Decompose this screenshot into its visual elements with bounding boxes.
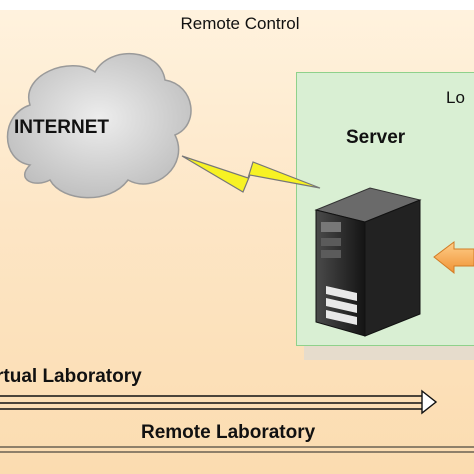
right-double-arrow-icon <box>0 389 438 415</box>
diagram-title: Remote Control <box>180 14 300 33</box>
server-tower-icon <box>314 187 422 337</box>
lightning-icon <box>181 155 321 193</box>
remote-laboratory-underline <box>0 446 474 453</box>
top-strip <box>0 0 474 10</box>
remote-laboratory-label: Remote Laboratory <box>141 422 316 443</box>
local-label: Lo <box>446 88 465 107</box>
cloud-icon <box>6 52 192 199</box>
server-label: Server <box>346 127 406 148</box>
internet-label: INTERNET <box>14 117 109 138</box>
virtual-laboratory-label: rtual Laboratory <box>0 366 142 387</box>
left-arrow-icon <box>433 241 474 275</box>
